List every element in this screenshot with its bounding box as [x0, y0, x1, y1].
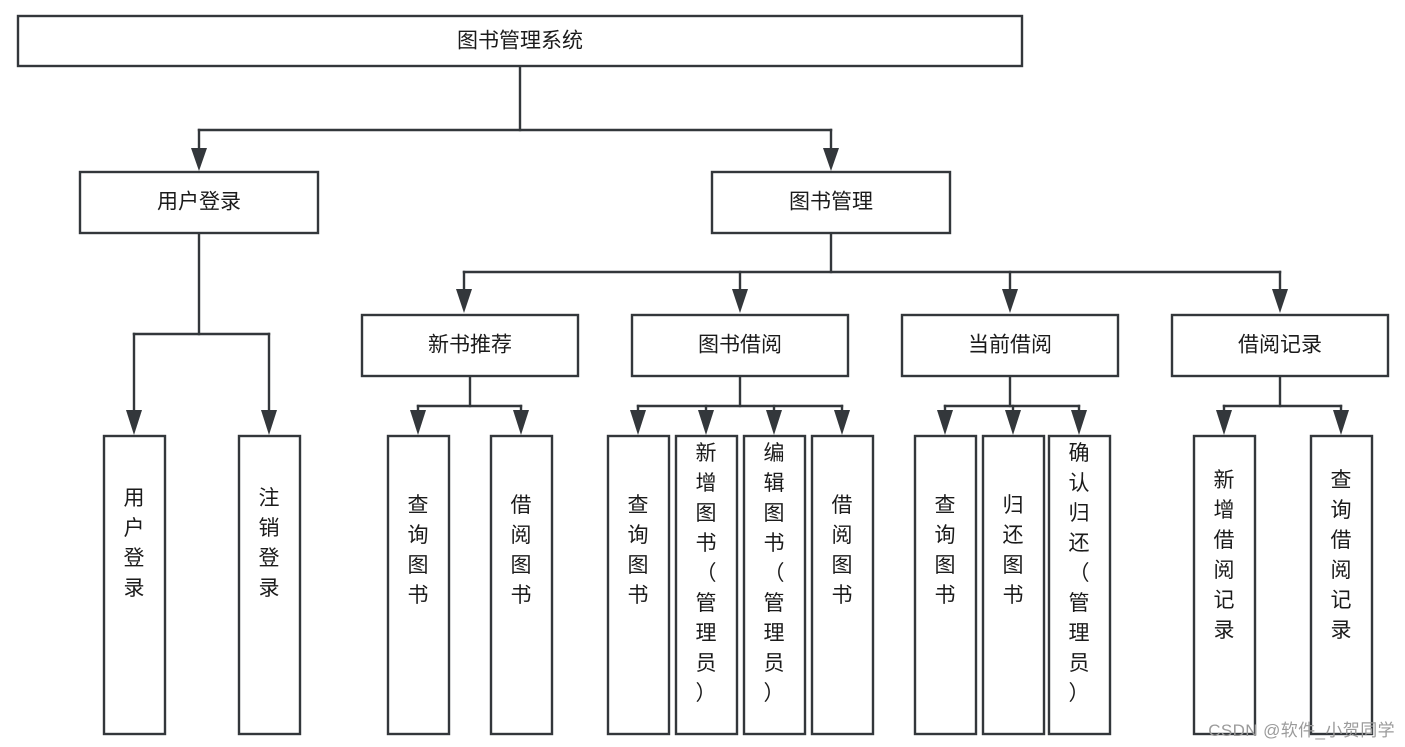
leaf-query-record-label: 查询借阅记录 [1331, 469, 1352, 642]
leaf-confirm-return[interactable]: 确认归还（管理员） [1047, 434, 1112, 736]
node-book-borrow[interactable]: 图书借阅 [630, 313, 850, 378]
arrowhead-leaf-edit-book [766, 410, 782, 435]
csdn-watermark: CSDN @软件_小贺同学 [1208, 721, 1395, 740]
leaf-add-book-box[interactable] [674, 434, 739, 736]
arrowhead-leaf-query-book-1 [410, 410, 426, 435]
leaf-borrow-book-1[interactable]: 借阅图书 [489, 434, 554, 736]
arrowhead-leaf-add-record [1216, 410, 1232, 435]
leaf-query-book-2-box[interactable] [606, 434, 671, 736]
arrowhead-leaf-borrow-book-1 [513, 410, 529, 435]
leaf-add-book-label: 新增图书（管理员） [696, 442, 717, 705]
arrowhead-leaf-user-login [126, 410, 142, 435]
leaf-add-record-label: 新增借阅记录 [1214, 469, 1235, 642]
leaf-edit-book-box[interactable] [742, 434, 807, 736]
node-borrow-record-label: 借阅记录 [1238, 334, 1322, 357]
leaf-user-login-label: 用户登录 [124, 487, 145, 600]
leaf-query-book-2-label: 查询图书 [628, 494, 649, 607]
leaf-query-book-1-box[interactable] [386, 434, 451, 736]
leaf-query-book-3-box[interactable] [913, 434, 978, 736]
leaf-query-book-3[interactable]: 查询图书 [913, 434, 978, 736]
node-root-label: 图书管理系统 [457, 30, 583, 53]
leaf-return-book[interactable]: 归还图书 [981, 434, 1046, 736]
leaf-borrow-book-1-label: 借阅图书 [511, 494, 532, 607]
leaf-edit-book[interactable]: 编辑图书（管理员） [742, 434, 807, 736]
node-user-login-box[interactable] [78, 170, 320, 235]
leaf-borrow-book-2-box[interactable] [810, 434, 875, 736]
leaf-return-book-box[interactable] [981, 434, 1046, 736]
arrowhead-leaf-query-record [1333, 410, 1349, 435]
arrowhead-leaf-query-book-3 [937, 410, 953, 435]
leaf-query-book-3-label: 查询图书 [935, 494, 956, 607]
arrowhead-leaf-user-logout [261, 410, 277, 435]
leaf-query-book-1[interactable]: 查询图书 [386, 434, 451, 736]
node-book-manage-label: 图书管理 [789, 191, 873, 214]
node-user-login-label: 用户登录 [157, 191, 241, 214]
arrowhead-current-borrow [1002, 289, 1018, 313]
leaf-query-book-1-label: 查询图书 [408, 494, 429, 607]
node-root-box[interactable] [16, 14, 1024, 68]
node-new-book-recommend-label: 新书推荐 [428, 334, 512, 357]
node-borrow-record-box[interactable] [1170, 313, 1390, 378]
arrowhead-user-login [191, 148, 207, 171]
leaf-query-record-box[interactable] [1309, 434, 1374, 736]
connector-layer [126, 64, 1349, 435]
node-current-borrow-box[interactable] [900, 313, 1120, 378]
leaf-user-logout[interactable]: 注销登录 [237, 434, 302, 736]
arrowhead-leaf-query-book-2 [630, 410, 646, 435]
arrowhead-book-manage [823, 148, 839, 171]
node-book-manage-box[interactable] [710, 170, 952, 235]
node-borrow-record[interactable]: 借阅记录 [1170, 313, 1390, 378]
arrowhead-leaf-return-book [1005, 410, 1021, 435]
arrowhead-leaf-add-book [698, 410, 714, 435]
leaf-return-book-label: 归还图书 [1003, 494, 1024, 607]
leaf-user-login[interactable]: 用户登录 [102, 434, 167, 736]
leaf-user-logout-label: 注销登录 [259, 487, 280, 600]
node-book-borrow-box[interactable] [630, 313, 850, 378]
leaf-add-book[interactable]: 新增图书（管理员） [674, 434, 739, 736]
leaf-user-login-box[interactable] [102, 434, 167, 736]
leaf-borrow-book-1-box[interactable] [489, 434, 554, 736]
arrowhead-new-book-recommend [456, 289, 472, 313]
leaf-borrow-book-2[interactable]: 借阅图书 [810, 434, 875, 736]
arrowhead-borrow-record [1272, 289, 1288, 313]
node-current-borrow-label: 当前借阅 [968, 334, 1052, 357]
leaf-borrow-book-2-label: 借阅图书 [832, 494, 853, 607]
node-user-login[interactable]: 用户登录 [78, 170, 320, 235]
arrowhead-leaf-borrow-book-2 [834, 410, 850, 435]
leaf-query-record[interactable]: 查询借阅记录 [1309, 434, 1374, 736]
leaf-add-record[interactable]: 新增借阅记录 [1192, 434, 1257, 736]
leaf-query-book-2[interactable]: 查询图书 [606, 434, 671, 736]
node-root[interactable]: 图书管理系统 [16, 14, 1024, 68]
arrowhead-book-borrow [732, 289, 748, 313]
leaf-confirm-return-box[interactable] [1047, 434, 1112, 736]
arrowhead-leaf-confirm-return [1071, 410, 1087, 435]
leaf-edit-book-label: 编辑图书（管理员） [764, 442, 785, 705]
node-new-book-recommend-box[interactable] [360, 313, 580, 378]
leaf-user-logout-box[interactable] [237, 434, 302, 736]
node-book-borrow-label: 图书借阅 [698, 334, 782, 357]
node-book-manage[interactable]: 图书管理 [710, 170, 952, 235]
node-new-book-recommend[interactable]: 新书推荐 [360, 313, 580, 378]
leaf-confirm-return-label: 确认归还（管理员） [1069, 442, 1090, 705]
leaf-add-record-box[interactable] [1192, 434, 1257, 736]
node-current-borrow[interactable]: 当前借阅 [900, 313, 1120, 378]
